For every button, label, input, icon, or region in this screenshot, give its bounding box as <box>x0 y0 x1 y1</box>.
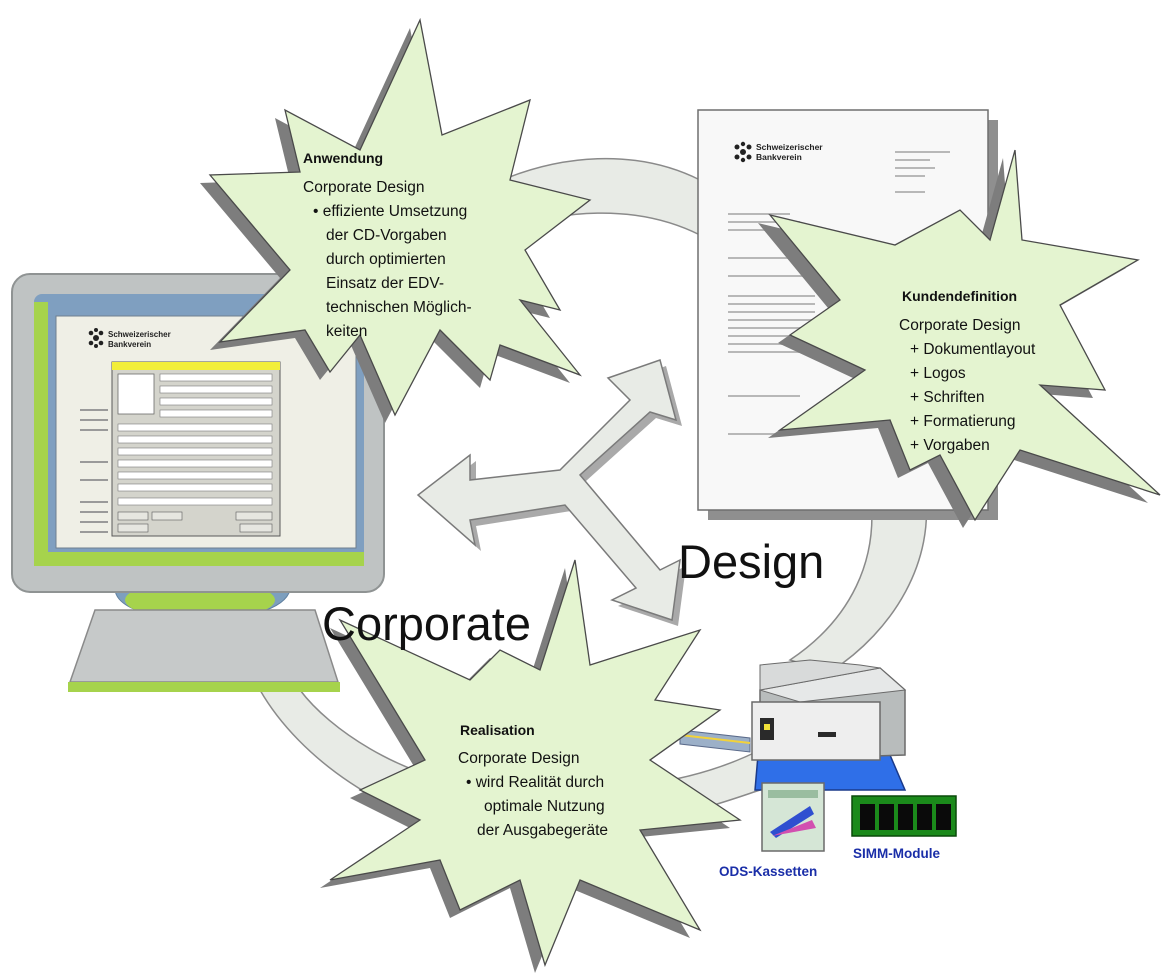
screen-dialog-window <box>111 361 281 537</box>
document-logo-line2: Bankverein <box>756 152 802 162</box>
realisation-title: Realisation <box>460 722 535 738</box>
realisation-line: • wird Realität durch <box>466 774 604 791</box>
three-way-arrow-shape <box>416 359 681 621</box>
realisation-subtitle: Corporate Design <box>458 750 579 767</box>
document-logo: Schweizerischer Bankverein <box>734 141 823 163</box>
anwendung-line: • effiziente Umsetzung <box>313 203 467 220</box>
star-anwendung: Anwendung Corporate Design • effiziente … <box>200 17 592 423</box>
anwendung-line: technischen Möglich- <box>326 299 472 316</box>
monitor-logo: Schweizerischer Bankverein <box>88 328 171 349</box>
big-word-design: Design <box>678 535 824 588</box>
big-word-corporate: Corporate <box>322 597 531 650</box>
ods-cassette-label: ODS-Kassetten <box>719 864 817 879</box>
star-realisation-shape <box>329 559 742 967</box>
kunden-subtitle: Corporate Design <box>899 317 1020 334</box>
realisation-line: optimale Nutzung <box>484 798 605 815</box>
kunden-item: + Vorgaben <box>910 437 990 454</box>
screen-text-lines <box>80 409 108 533</box>
computer-monitor: Schweizerischer Bankverein <box>11 273 385 692</box>
anwendung-line: Einsatz der EDV- <box>326 275 444 292</box>
anwendung-line: der CD-Vorgaben <box>326 227 447 244</box>
star-anwendung-shape <box>208 17 592 417</box>
kunden-item: + Dokumentlayout <box>910 341 1036 358</box>
monitor-base <box>68 609 340 683</box>
star-kundendefinition-shape <box>768 149 1161 522</box>
three-way-arrow <box>416 359 686 626</box>
laser-printer <box>679 659 907 791</box>
star-realisation: Realisation Corporate Design • wird Real… <box>320 559 742 973</box>
kunden-title: Kundendefinition <box>902 288 1017 304</box>
kunden-item: + Schriften <box>910 389 985 406</box>
anwendung-line: keiten <box>326 323 367 340</box>
anwendung-line: durch optimierten <box>326 251 446 268</box>
star-kundendefinition: Kundendefinition Corporate Design + Doku… <box>758 149 1161 528</box>
anwendung-title: Anwendung <box>303 150 383 166</box>
kunden-item: + Logos <box>910 365 966 382</box>
document-text-lines <box>728 151 950 435</box>
document-logo-line1: Schweizerischer <box>756 142 823 152</box>
monitor-logo-line2: Bankverein <box>108 340 151 349</box>
kunden-item: + Formatierung <box>910 413 1016 430</box>
anwendung-subtitle: Corporate Design <box>303 179 424 196</box>
monitor-logo-line1: Schweizerischer <box>108 330 171 339</box>
realisation-line: der Ausgabegeräte <box>477 822 608 839</box>
ods-cassette <box>761 782 825 852</box>
simm-module-label: SIMM-Module <box>853 846 940 861</box>
simm-module <box>851 795 957 837</box>
